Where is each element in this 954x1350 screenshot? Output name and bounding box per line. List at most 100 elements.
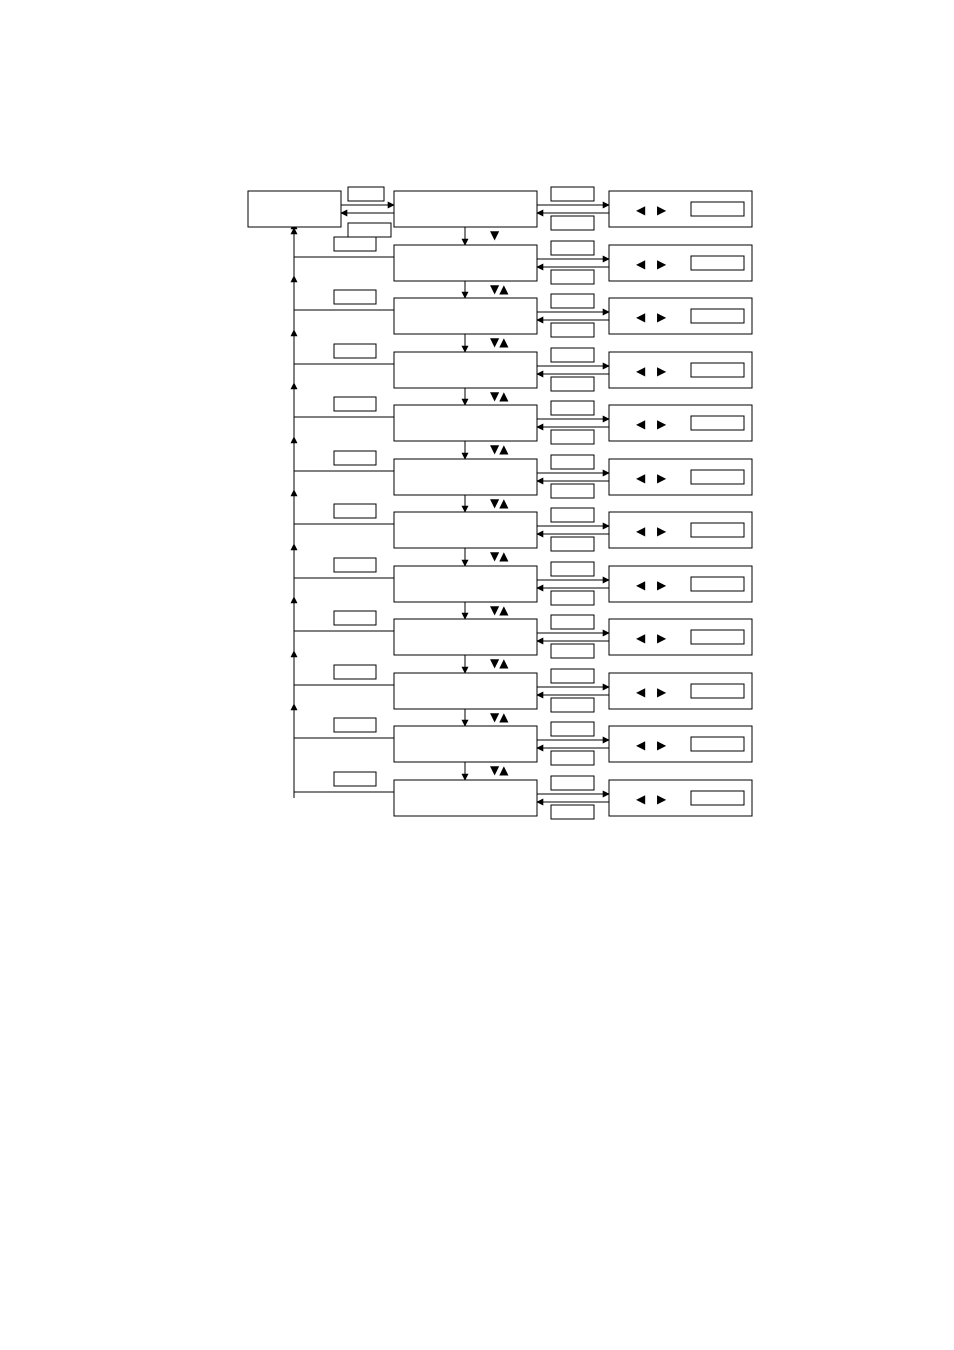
left-key-icon: ◀ [636,631,646,645]
up-down-key-icon: ▼▲ [490,282,509,296]
right-key-icon: ▶ [657,417,667,431]
return-key-box-8[interactable] [333,557,377,573]
right-key-icon: ▶ [657,738,667,752]
set-key-box-4[interactable] [550,347,595,363]
enter-key-box[interactable] [347,186,385,202]
return-key-box-6[interactable] [333,450,377,466]
back-key-box-8[interactable] [550,590,595,606]
menu-item-box-2[interactable] [393,244,538,282]
menu-item-box-3[interactable] [393,297,538,335]
left-key-icon: ◀ [636,471,646,485]
menu-item-box-9[interactable] [393,618,538,656]
up-down-key-icon: ▼▲ [490,335,509,349]
setting-value-field-6[interactable] [690,469,745,485]
menu-item-box-10[interactable] [393,672,538,710]
return-key-box-7[interactable] [333,503,377,519]
back-key-box-4[interactable] [550,376,595,392]
setting-value-field-2[interactable] [690,255,745,271]
set-key-box-7[interactable] [550,507,595,523]
menu-item-box-5[interactable] [393,404,538,442]
top-menu-box[interactable] [247,190,342,228]
return-key-box-11[interactable] [333,717,377,733]
set-key-box-1[interactable] [550,186,595,202]
up-down-key-icon: ▼▲ [490,656,509,670]
menu-item-box-1[interactable] [393,190,538,228]
set-key-box-10[interactable] [550,668,595,684]
setting-value-field-9[interactable] [690,629,745,645]
right-key-icon: ▶ [657,471,667,485]
setting-value-field-3[interactable] [690,308,745,324]
set-key-box-8[interactable] [550,561,595,577]
left-key-icon: ◀ [636,203,646,217]
menu-item-box-8[interactable] [393,565,538,603]
set-key-box-9[interactable] [550,614,595,630]
back-key-box-9[interactable] [550,643,595,659]
connector-lines [290,201,610,806]
left-key-icon: ◀ [636,738,646,752]
menu-nodes: ◀ ▶ ▼ ◀ ▶ ▼▲ ◀ ▶ ▼▲ ◀ ▶ ▼▲ ◀ ▶ ▼▲ ◀ ▶ ▼▲ ◀ ▶ ▼▲ ◀ ▶ ▼▲ ◀ ▶ ▼▲ ◀ ▶ ▼▲ ◀… [247,186,753,820]
left-key-icon: ◀ [636,792,646,806]
up-down-key-icon: ▼▲ [490,710,509,724]
back-key-box-7[interactable] [550,536,595,552]
menu-item-box-12[interactable] [393,779,538,817]
right-key-icon: ▶ [657,257,667,271]
return-key-box-4[interactable] [333,343,377,359]
back-key-box-3[interactable] [550,322,595,338]
setting-value-field-4[interactable] [690,362,745,378]
return-key-box-5[interactable] [333,396,377,412]
right-key-icon: ▶ [657,524,667,538]
back-key-box-10[interactable] [550,697,595,713]
return-key-box-10[interactable] [333,664,377,680]
setting-value-field-12[interactable] [690,790,745,806]
right-key-icon: ▶ [657,792,667,806]
right-key-icon: ▶ [657,631,667,645]
back-key-box-2[interactable] [550,269,595,285]
set-key-box-11[interactable] [550,721,595,737]
setting-value-field-11[interactable] [690,736,745,752]
return-key-box-2[interactable] [333,236,377,252]
set-key-box-5[interactable] [550,400,595,416]
menu-item-box-6[interactable] [393,458,538,496]
right-key-icon: ▶ [657,364,667,378]
setting-value-field-1[interactable] [690,201,745,217]
back-key-box-1[interactable] [550,215,595,231]
set-key-box-6[interactable] [550,454,595,470]
back-key-box-5[interactable] [550,429,595,445]
menu-item-box-4[interactable] [393,351,538,389]
return-key-box-12[interactable] [333,771,377,787]
down-key-icon: ▼ [490,228,500,242]
up-down-key-icon: ▼▲ [490,389,509,403]
up-down-key-icon: ▼▲ [490,763,509,777]
setting-value-field-5[interactable] [690,415,745,431]
right-key-icon: ▶ [657,310,667,324]
up-down-key-icon: ▼▲ [490,496,509,510]
left-key-icon: ◀ [636,310,646,324]
up-down-key-icon: ▼▲ [490,549,509,563]
right-key-icon: ▶ [657,578,667,592]
back-key-box-11[interactable] [550,750,595,766]
left-key-icon: ◀ [636,524,646,538]
menu-item-box-7[interactable] [393,511,538,549]
return-key-box-9[interactable] [333,610,377,626]
exit-key-box[interactable] [347,222,392,238]
back-key-box-6[interactable] [550,483,595,499]
set-key-box-2[interactable] [550,240,595,256]
menu-item-box-11[interactable] [393,725,538,763]
up-down-key-icon: ▼▲ [490,603,509,617]
left-key-icon: ◀ [636,685,646,699]
left-key-icon: ◀ [636,364,646,378]
back-key-box-12[interactable] [550,804,595,820]
left-key-icon: ◀ [636,257,646,271]
right-key-icon: ▶ [657,203,667,217]
set-key-box-3[interactable] [550,293,595,309]
left-key-icon: ◀ [636,578,646,592]
setting-value-field-7[interactable] [690,522,745,538]
set-key-box-12[interactable] [550,775,595,791]
setting-value-field-10[interactable] [690,683,745,699]
left-key-icon: ◀ [636,417,646,431]
up-down-key-icon: ▼▲ [490,442,509,456]
right-key-icon: ▶ [657,685,667,699]
setting-value-field-8[interactable] [690,576,745,592]
return-key-box-3[interactable] [333,289,377,305]
